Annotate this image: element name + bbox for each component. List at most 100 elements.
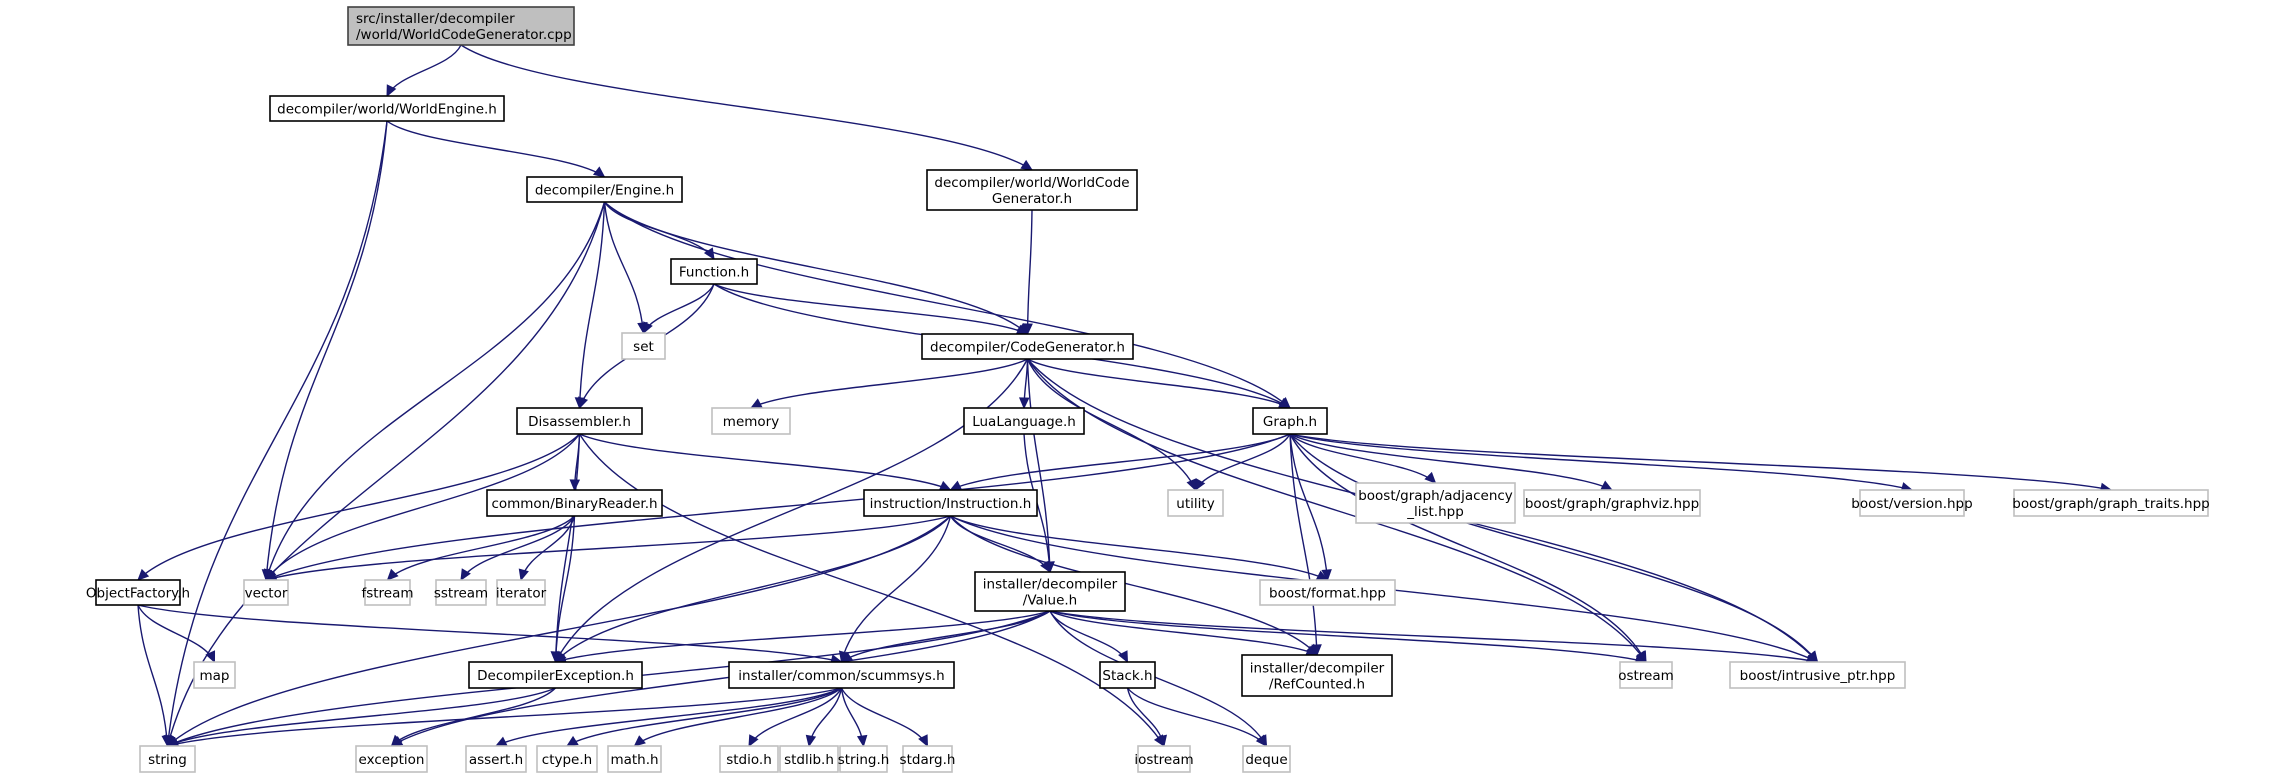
node-label: memory [723, 414, 779, 430]
arrowhead-graph-to-instruction [949, 480, 963, 491]
edge-value-to-decompexc [555, 610, 1051, 663]
edge-root-to-worldcodegen [460, 44, 1033, 171]
edge-graph-to-graphviz [1289, 433, 1613, 491]
edge-scummsys-to-stdioh [748, 687, 843, 747]
node-box-codegen [921, 333, 1134, 360]
node-label: map [200, 668, 230, 684]
node-worldcodegen[interactable]: decompiler/world/WorldCodeGenerator.h [926, 169, 1138, 211]
node-box-graphtraits [2013, 489, 2209, 517]
node-engine[interactable]: decompiler/Engine.h [526, 176, 683, 203]
arrowhead-objectfactory-to-string [161, 735, 173, 748]
node-box-iterator [496, 579, 546, 606]
node-label: exception [359, 752, 425, 768]
edge-binaryreader-to-decompexc [554, 515, 576, 663]
edge-objectfactory-to-scummsys [137, 604, 842, 663]
node-value[interactable]: installer/decompiler/Value.h [974, 571, 1126, 612]
node-box-disassembler [516, 407, 643, 435]
node-codegen[interactable]: decompiler/CodeGenerator.h [921, 333, 1134, 360]
edge-value-to-refcounted [1049, 610, 1318, 656]
node-label: _list.hpp [1406, 504, 1464, 520]
node-box-bformat [1259, 579, 1396, 606]
node-label: math.h [610, 752, 658, 768]
edge-graph-to-instruction [950, 433, 1291, 491]
node-instruction[interactable]: instruction/Instruction.h [863, 489, 1038, 517]
node-set: set [621, 332, 666, 360]
arrowhead-scummsys-to-asserth [494, 736, 508, 747]
node-adjacency: boost/graph/adjacency_list.hpp [1355, 482, 1516, 524]
node-asserth: assert.h [465, 745, 527, 773]
node-graph[interactable]: Graph.h [1252, 407, 1328, 435]
edge-codegen-to-value [1026, 358, 1051, 573]
node-iterator: iterator [496, 579, 547, 606]
edge-engine-to-codegen [604, 201, 1028, 335]
arrowhead-graph-to-utility [1194, 478, 1206, 492]
edge-disassembler-to-objectfactory [137, 433, 580, 581]
edge-instruction-to-bformat [950, 515, 1328, 581]
edge-instruction-to-decompexc [554, 515, 952, 663]
node-label: ctype.h [542, 752, 592, 768]
edge-disassembler-to-instruction [579, 433, 951, 491]
arrowhead-codegen-to-lualang [1018, 397, 1030, 410]
node-decompexc[interactable]: DecompilerException.h [468, 661, 643, 689]
node-box-vector [243, 579, 289, 606]
node-lualang[interactable]: LuaLanguage.h [963, 407, 1085, 435]
arrowhead-binaryreader-to-fstream [386, 568, 399, 581]
node-label: iostream [1134, 752, 1193, 768]
node-box-deque [1242, 745, 1291, 773]
edge-decompexc-to-exception [390, 687, 557, 747]
node-box-stdioh [719, 745, 779, 773]
node-label: set [633, 339, 654, 355]
edge-worldcodegen-to-codegen [1026, 209, 1033, 335]
edge-codegen-to-memory [750, 358, 1028, 409]
node-label: stdio.h [726, 752, 772, 768]
node-disassembler[interactable]: Disassembler.h [516, 407, 643, 435]
node-root[interactable]: src/installer/decompiler/world/WorldCode… [347, 6, 575, 46]
edge-scummsys-to-asserth [495, 687, 842, 747]
arrowhead-scummsys-to-stringh [856, 734, 868, 748]
node-box-memory [711, 407, 791, 435]
node-label: boost/graph/adjacency [1358, 488, 1513, 504]
node-box-map [193, 661, 236, 689]
node-label: vector [245, 586, 288, 602]
node-scummsys[interactable]: installer/common/scummsys.h [728, 661, 955, 689]
edge-root-to-worldengine [386, 44, 462, 97]
node-box-set [621, 332, 666, 360]
edge-objectfactory-to-string [137, 604, 169, 747]
arrowhead-scummsys-to-mathh [633, 735, 646, 747]
node-binaryreader[interactable]: common/BinaryReader.h [486, 489, 663, 517]
node-objectfactory[interactable]: ObjectFactory.h [86, 579, 190, 606]
node-box-objectfactory [95, 579, 181, 606]
edge-stack-to-deque [1126, 687, 1268, 747]
edge-binaryreader-to-fstream [386, 515, 576, 581]
edge-codegen-to-utility [1026, 358, 1197, 491]
node-function[interactable]: Function.h [670, 258, 758, 285]
node-box-graphviz [1523, 489, 1701, 517]
edge-graph-to-graphtraits [1289, 433, 2112, 491]
edge-value-to-intrusive [1049, 610, 1818, 663]
node-worldengine[interactable]: decompiler/world/WorldEngine.h [269, 95, 505, 122]
edge-engine-to-string [166, 201, 606, 747]
node-stdargh: stdarg.h [900, 745, 955, 773]
node-stdlibh: stdlib.h [779, 745, 839, 773]
node-stack[interactable]: Stack.h [1099, 661, 1156, 689]
node-layer: src/installer/decompiler/world/WorldCode… [86, 6, 2210, 773]
edge-worldengine-to-engine [386, 120, 605, 178]
node-label: iterator [496, 586, 547, 602]
edge-value-to-ostream [1049, 610, 1647, 663]
node-ostream: ostream [1618, 661, 1674, 689]
node-label: Disassembler.h [528, 414, 631, 430]
node-fstream: fstream [361, 579, 414, 606]
edge-graph-to-vector [265, 433, 1291, 581]
arrowhead-codegen-to-memory [749, 398, 763, 409]
node-box-ctypeh [536, 745, 598, 773]
node-box-binaryreader [486, 489, 663, 517]
edge-engine-to-graph [604, 201, 1291, 409]
node-box-stdlibh [779, 745, 839, 773]
node-box-string [139, 745, 196, 773]
arrowhead-objectfactory-to-map [205, 650, 216, 664]
edge-graph-to-bversion [1289, 433, 1913, 491]
node-label: LuaLanguage.h [972, 414, 1076, 430]
node-refcounted[interactable]: installer/decompiler/RefCounted.h [1241, 654, 1393, 697]
edge-decompexc-to-string [167, 687, 556, 747]
arrowhead-scummsys-to-stdargh [918, 734, 929, 748]
